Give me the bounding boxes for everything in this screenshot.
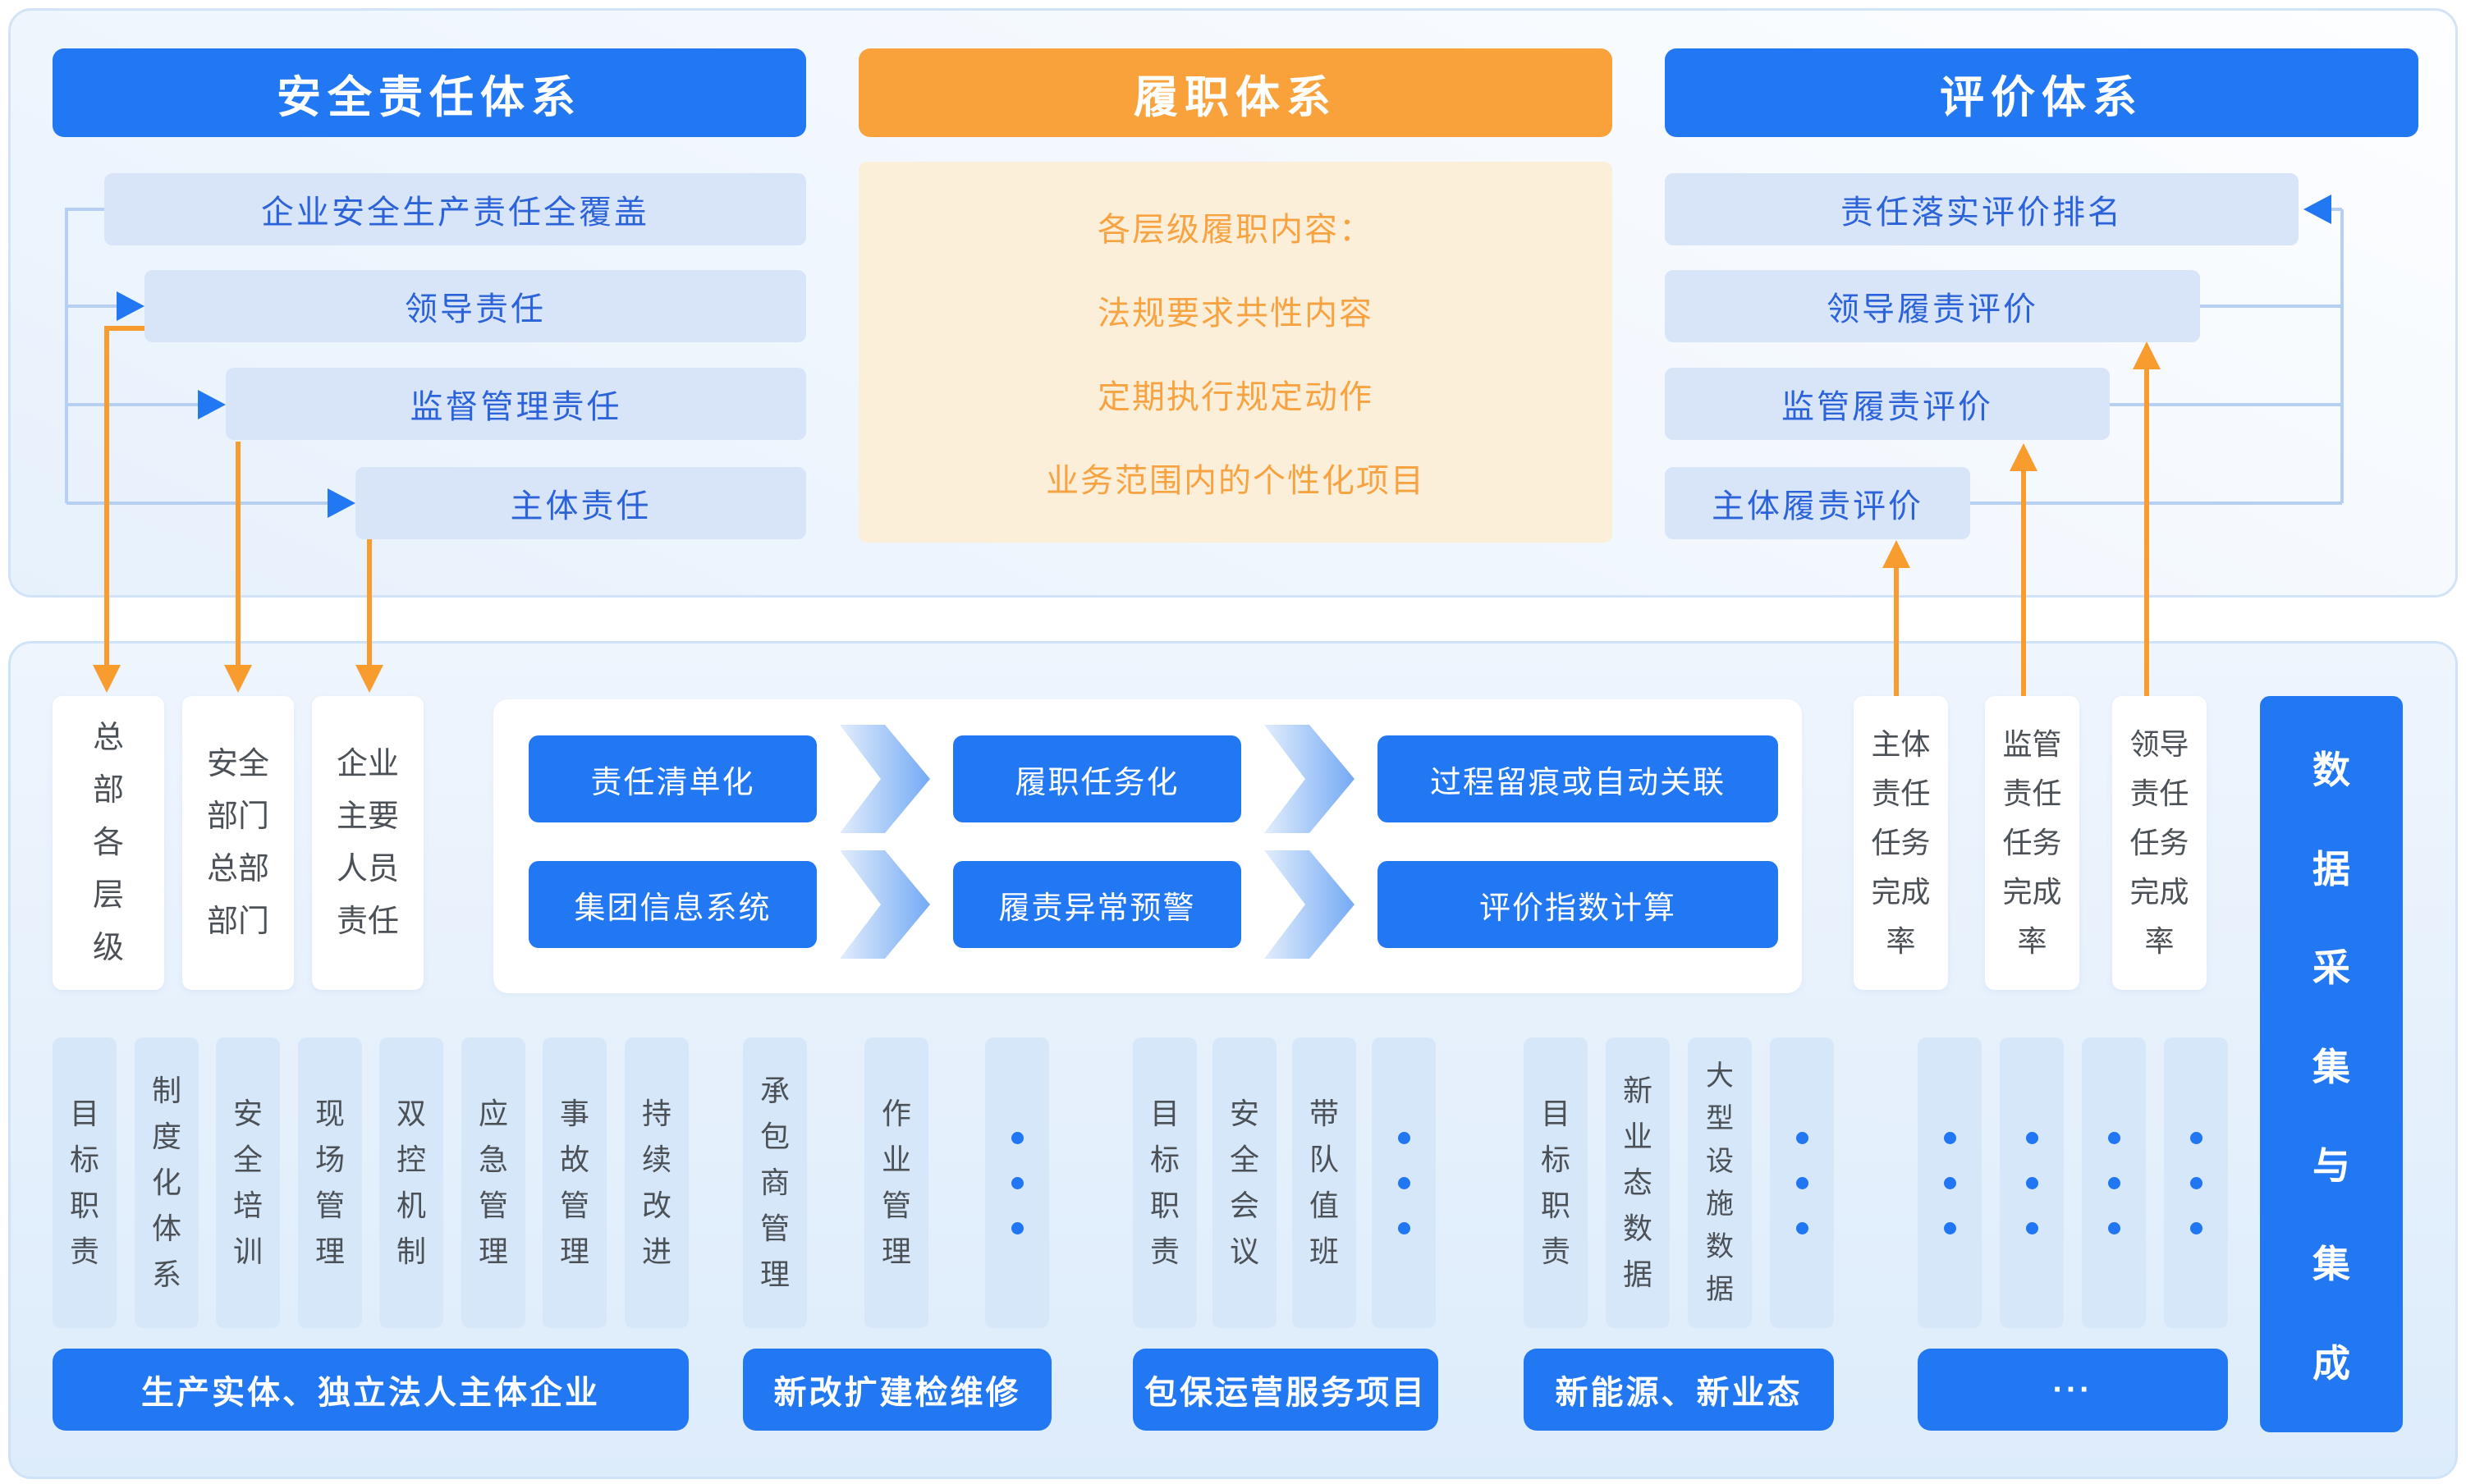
- vertical-ellipsis-icon: [1795, 1131, 1808, 1234]
- box-supervision-evaluation: 监管履责评价: [1665, 368, 2110, 440]
- box-leadership-responsibility: 领导责任: [144, 270, 806, 342]
- col-target-duties: 目 标 职 责: [1524, 1037, 1588, 1328]
- box-leadership-completion-rate: 领导 责任 任务 完成 率: [2112, 696, 2207, 990]
- button-more: ···: [1918, 1349, 2228, 1431]
- box-entity-responsibility: 主体责任: [355, 467, 806, 539]
- col-emergency-management: 应 急 管 理: [461, 1037, 525, 1328]
- bar-char: 据: [2312, 847, 2350, 891]
- data-collection-integration-bar: 数 据 采 集 与 集 成: [2260, 696, 2403, 1432]
- col-safety-meeting: 安 全 会 议: [1212, 1037, 1277, 1328]
- step-duty-tasking: 履职任务化: [953, 735, 1241, 822]
- bar-char: 集: [2312, 1243, 2350, 1286]
- performance-line: 定期执行规定动作: [1098, 379, 1373, 415]
- col-target-duties: 目 标 职 责: [53, 1037, 117, 1328]
- box-safety-dept-hq: 安全 部门 总部 部门: [182, 696, 294, 990]
- bar-char: 集: [2312, 1045, 2350, 1088]
- bar-char: 与: [2312, 1143, 2350, 1187]
- vertical-ellipsis-icon: [1397, 1131, 1410, 1234]
- step-evaluation-index: 评价指数计算: [1377, 861, 1778, 948]
- box-entity-completion-rate: 主体 责任 任务 完成 率: [1854, 696, 1948, 990]
- vertical-ellipsis-icon: [1011, 1131, 1024, 1234]
- step-responsibility-listing: 责任清单化: [529, 735, 817, 822]
- bar-char: 数: [2312, 749, 2350, 792]
- box-supervision-completion-rate: 监管 责任 任务 完成 率: [1985, 696, 2079, 990]
- header-label: 评价体系: [1940, 72, 2143, 122]
- col-dual-control: 双 控 机 制: [379, 1037, 443, 1328]
- col-site-management: 现 场 管 理: [298, 1037, 362, 1328]
- col-ellipsis: [2082, 1037, 2146, 1328]
- col-target-duties: 目 标 职 责: [1133, 1037, 1197, 1328]
- col-continuous-improvement: 持 续 改 进: [625, 1037, 689, 1328]
- col-large-facility-data: 大 型 设 施 数 据: [1688, 1037, 1752, 1328]
- box-evaluation-ranking: 责任落实评价排名: [1665, 173, 2299, 245]
- box-full-coverage: 企业安全生产责任全覆盖: [104, 173, 806, 245]
- header-responsibility-system: 安全责任体系: [53, 48, 806, 137]
- col-ellipsis: [1770, 1037, 1834, 1328]
- step-process-trace: 过程留痕或自动关联: [1377, 735, 1778, 822]
- button-new-construction-maintenance: 新改扩建检维修: [743, 1349, 1052, 1431]
- performance-line: 法规要求共性内容: [1098, 295, 1373, 332]
- col-operation-management: 作 业 管 理: [864, 1037, 928, 1328]
- box-leadership-evaluation: 领导履责评价: [1665, 270, 2200, 342]
- button-new-energy-new-business: 新能源、新业态: [1524, 1349, 1834, 1431]
- performance-line: 业务范围内的个性化项目: [1046, 463, 1425, 499]
- performance-content-box: 各层级履职内容： 法规要求共性内容 定期执行规定动作 业务范围内的个性化项目: [859, 162, 1612, 543]
- vertical-ellipsis-icon: [1943, 1131, 1956, 1234]
- box-enterprise-key-personnel: 企业 主要 人员 责任: [312, 696, 424, 990]
- bar-char: 采: [2312, 946, 2350, 990]
- col-institutional-system: 制 度 化 体 系: [135, 1037, 199, 1328]
- vertical-ellipsis-icon: [2107, 1131, 2120, 1234]
- col-ellipsis: [985, 1037, 1049, 1328]
- box-entity-evaluation: 主体履责评价: [1665, 467, 1970, 539]
- vertical-ellipsis-icon: [2025, 1131, 2038, 1234]
- header-label: 安全责任体系: [277, 72, 582, 122]
- performance-line: 各层级履职内容：: [1098, 212, 1373, 248]
- header-performance-system: 履职体系: [859, 48, 1612, 137]
- col-ellipsis: [2164, 1037, 2228, 1328]
- col-ellipsis: [1372, 1037, 1436, 1328]
- col-accident-management: 事 故 管 理: [543, 1037, 607, 1328]
- col-safety-training: 安 全 培 训: [216, 1037, 280, 1328]
- step-group-info-system: 集团信息系统: [529, 861, 817, 948]
- button-guarantee-operation-projects: 包保运营服务项目: [1133, 1349, 1438, 1431]
- box-hq-levels: 总 部 各 层 级: [53, 696, 164, 990]
- header-evaluation-system: 评价体系: [1665, 48, 2418, 137]
- col-ellipsis: [2000, 1037, 2064, 1328]
- vertical-ellipsis-icon: [2189, 1131, 2202, 1234]
- bar-char: 成: [2312, 1341, 2350, 1385]
- col-leading-shift: 带 队 值 班: [1292, 1037, 1356, 1328]
- box-supervision-responsibility: 监督管理责任: [226, 368, 806, 440]
- button-production-entities: 生产实体、独立法人主体企业: [53, 1349, 689, 1431]
- col-ellipsis: [1918, 1037, 1982, 1328]
- step-abnormal-warning: 履责异常预警: [953, 861, 1241, 948]
- header-label: 履职体系: [1134, 72, 1337, 122]
- col-contractor-management: 承 包 商 管 理: [743, 1037, 807, 1328]
- col-new-business-data: 新 业 态 数 据: [1606, 1037, 1670, 1328]
